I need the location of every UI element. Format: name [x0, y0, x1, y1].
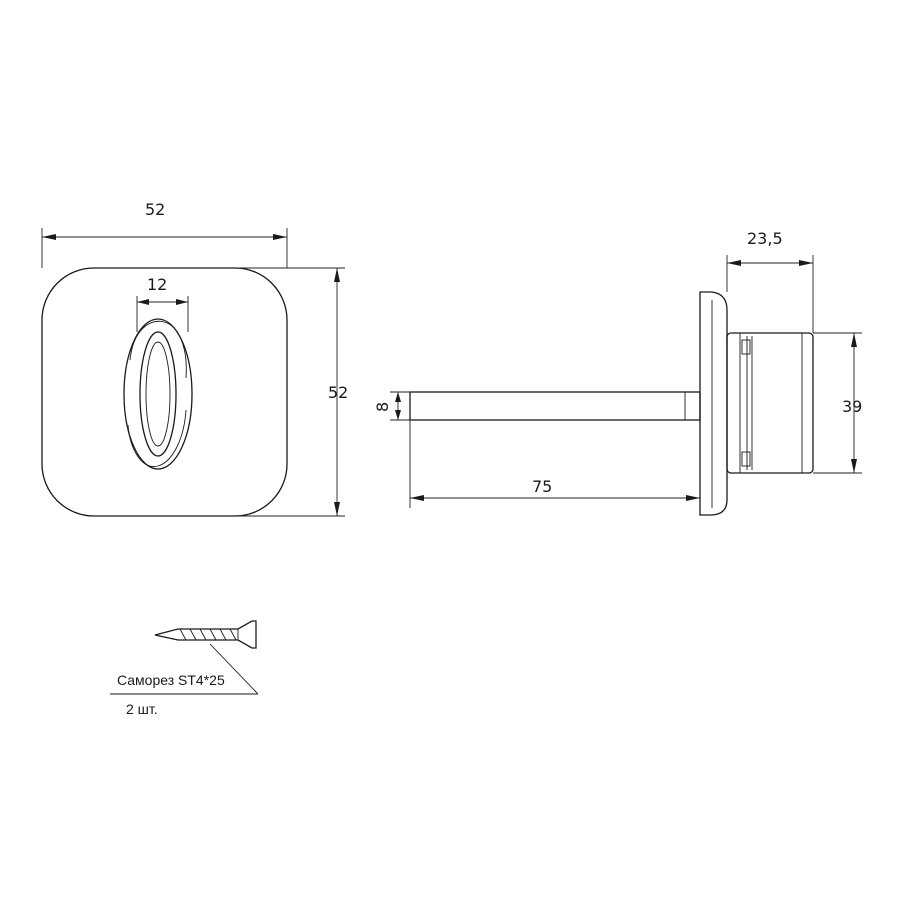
plate-width-label: 52: [145, 200, 165, 219]
plate-width-dimension: 52: [41, 200, 288, 268]
spindle-diameter-label: 8: [373, 402, 392, 412]
side-view: 8 75 23,5 39: [373, 229, 862, 516]
knob-length-dimension: 23,5: [726, 229, 814, 333]
spindle-diameter-dimension: 8: [373, 391, 412, 421]
rosette-side: [699, 291, 728, 516]
front-view-plate: 52 52 12: [41, 200, 348, 517]
slot-width-dimension: 12: [136, 275, 189, 332]
spindle: [409, 391, 701, 421]
screw-quantity: 2 шт.: [126, 701, 158, 717]
thumb-turn-knob: [123, 318, 193, 470]
knob-diameter-dimension: 39: [813, 332, 862, 474]
knob-diameter-label: 39: [842, 397, 862, 416]
screw-icon: [154, 620, 257, 649]
plate-outline: [41, 267, 288, 517]
plate-height-dimension: 52: [240, 267, 348, 517]
slot-width-label: 12: [147, 275, 167, 294]
knob-side: [726, 332, 814, 474]
plate-height-label: 52: [328, 383, 348, 402]
spindle-length-label: 75: [532, 477, 552, 496]
knob-length-label: 23,5: [747, 229, 783, 248]
screw-label: Саморез ST4*25: [117, 672, 225, 688]
screw: Саморез ST4*25 2 шт.: [110, 620, 259, 717]
spindle-length-dimension: 75: [409, 420, 700, 508]
